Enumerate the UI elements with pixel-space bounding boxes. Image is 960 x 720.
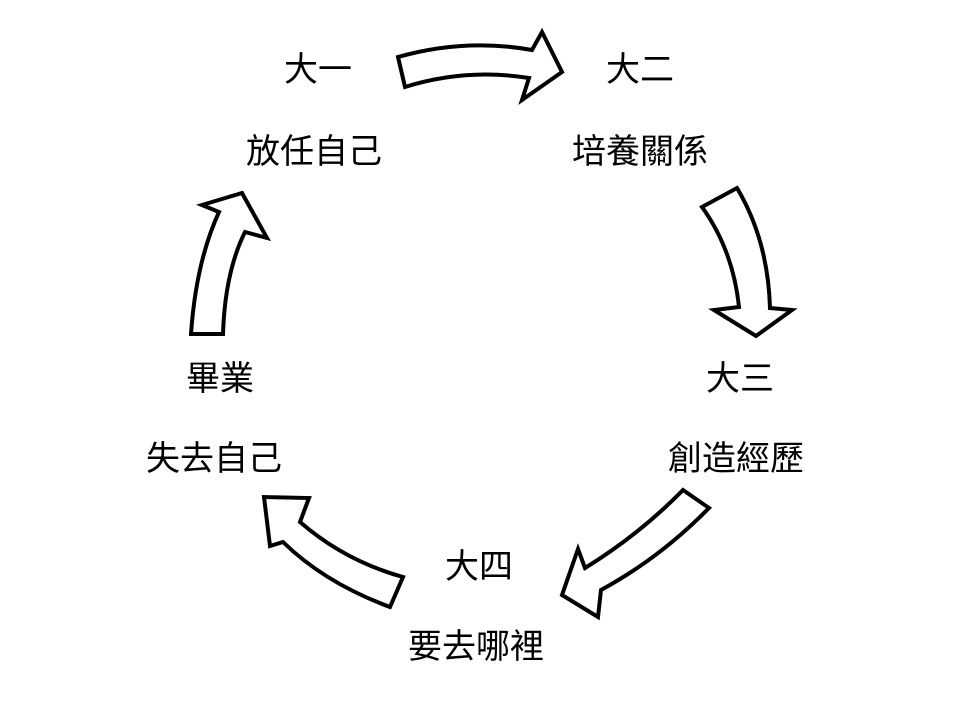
stage-year-graduate: 畢業	[186, 359, 254, 399]
stage-desc-1: 放任自己	[246, 132, 382, 172]
arrow-down-left-icon	[559, 487, 713, 621]
stage-desc-4: 要去哪裡	[408, 627, 544, 667]
arrow-right-icon	[395, 27, 565, 106]
stage-desc-3: 創造經歷	[668, 439, 804, 479]
stage-desc-2: 培養關係	[572, 132, 708, 172]
stage-year-2: 大二	[606, 50, 674, 90]
stage-year-1: 大一	[284, 50, 352, 90]
arrow-down-icon	[699, 185, 798, 339]
stage-year-4: 大四	[445, 547, 513, 587]
stage-desc-graduate: 失去自己	[146, 439, 282, 479]
arrow-up-left-icon	[261, 494, 406, 610]
stage-year-3: 大三	[706, 359, 774, 399]
arrow-up-icon	[188, 190, 272, 336]
